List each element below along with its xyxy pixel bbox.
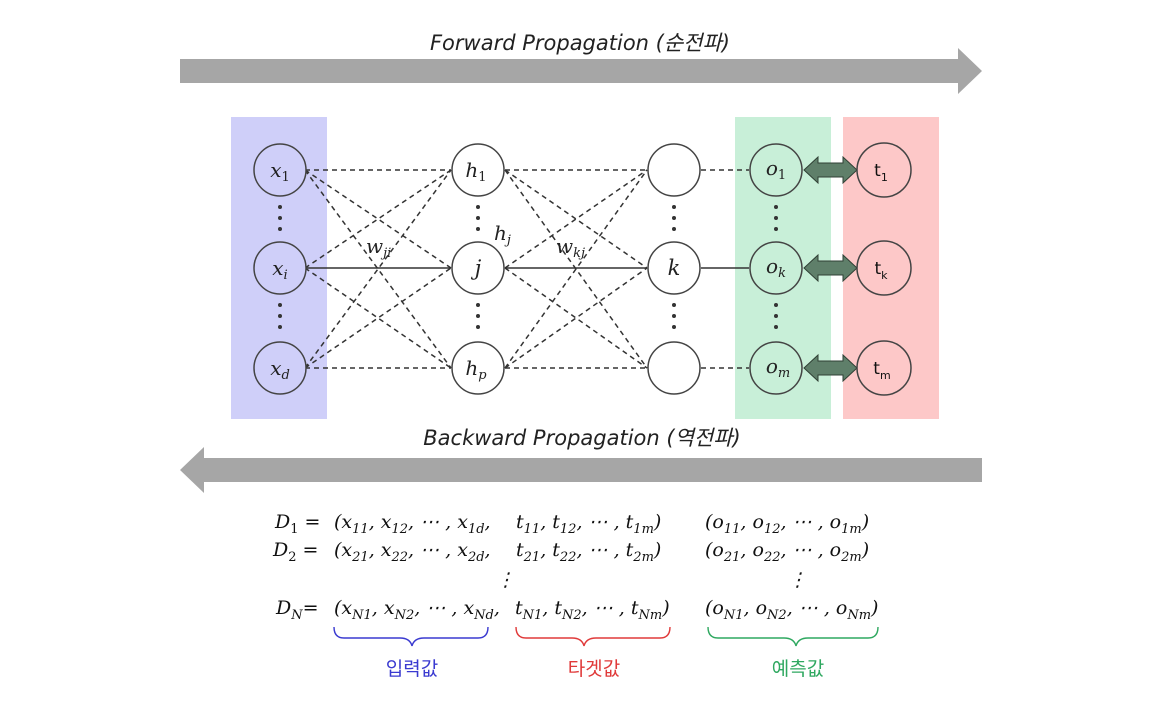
backward-label: Backward Propagation (역전파) (423, 426, 740, 450)
row2-o: (o21, o22, ⋯ , o2m) (705, 539, 869, 565)
dataset-rows: D1 = (x11, x12, ⋯ , x1d, t11, t12, ⋯ , t… (272, 511, 878, 623)
row1-x: (x11, x12, ⋯ , x1d, (334, 511, 491, 537)
caption-target: 타겟값 (568, 658, 620, 680)
weight-label-wkj: wkj (556, 234, 585, 261)
target-node-k (856, 240, 912, 296)
row2-t: t21, t22, ⋯ , t2m) (516, 539, 661, 565)
target-node-1 (856, 142, 912, 198)
vertical-ellipsis (278, 205, 778, 329)
target-layer (856, 142, 912, 396)
input-layer (253, 143, 307, 395)
layer3-node-k (647, 241, 701, 295)
row-gap-dots-1: ⋮ (496, 569, 515, 591)
caption-input: 입력값 (386, 658, 438, 680)
layer3-node-k-label: k (668, 256, 681, 280)
row1-d: D1 = (274, 511, 320, 537)
brace-target (515, 626, 671, 647)
backward-arrow (180, 447, 982, 493)
brace-prediction (707, 626, 879, 647)
double-arrows (803, 155, 858, 383)
layer3-node-bottom (647, 341, 701, 395)
hidden-node-j-label: j (471, 256, 482, 280)
layer3 (647, 143, 701, 395)
layer3-node-top (647, 143, 701, 197)
target-node-m (856, 340, 912, 396)
weight-label-wji: wji (366, 234, 391, 261)
hidden-node-j (451, 241, 505, 295)
row2-d: D2 = (272, 539, 318, 565)
output-node-k (749, 241, 803, 295)
row2-x: (x21, x22, ⋯ , x2d, (334, 539, 491, 565)
hidden-node-p (451, 341, 505, 395)
caption-prediction: 예측값 (772, 658, 824, 680)
row1-o: (o11, o12, ⋯ , o1m) (705, 511, 869, 537)
row-gap-dots-2: ⋮ (788, 569, 807, 591)
input-node-d (253, 341, 307, 395)
hidden-hj-label: hj (494, 221, 511, 248)
rowN-d: DN= (275, 597, 319, 623)
output-node-1 (749, 143, 803, 197)
hidden-layer (451, 143, 505, 395)
output-node-m (749, 341, 803, 395)
rowN-t: tN1, tN2, ⋯ , tNm) (515, 597, 670, 623)
input-node-1 (253, 143, 307, 197)
output-layer (749, 143, 803, 395)
forward-label: Forward Propagation (순전파) (430, 31, 730, 55)
input-node-i (253, 241, 307, 295)
rowN-x: (xN1, xN2, ⋯ , xNd, (334, 597, 500, 623)
hidden-node-1 (451, 143, 505, 197)
connections (304, 169, 749, 369)
brace-input (333, 626, 489, 647)
row1-t: t11, t12, ⋯ , t1m) (516, 511, 661, 537)
rowN-o: (oN1, oN2, ⋯ , oNm) (705, 597, 878, 623)
forward-arrow (180, 48, 982, 94)
